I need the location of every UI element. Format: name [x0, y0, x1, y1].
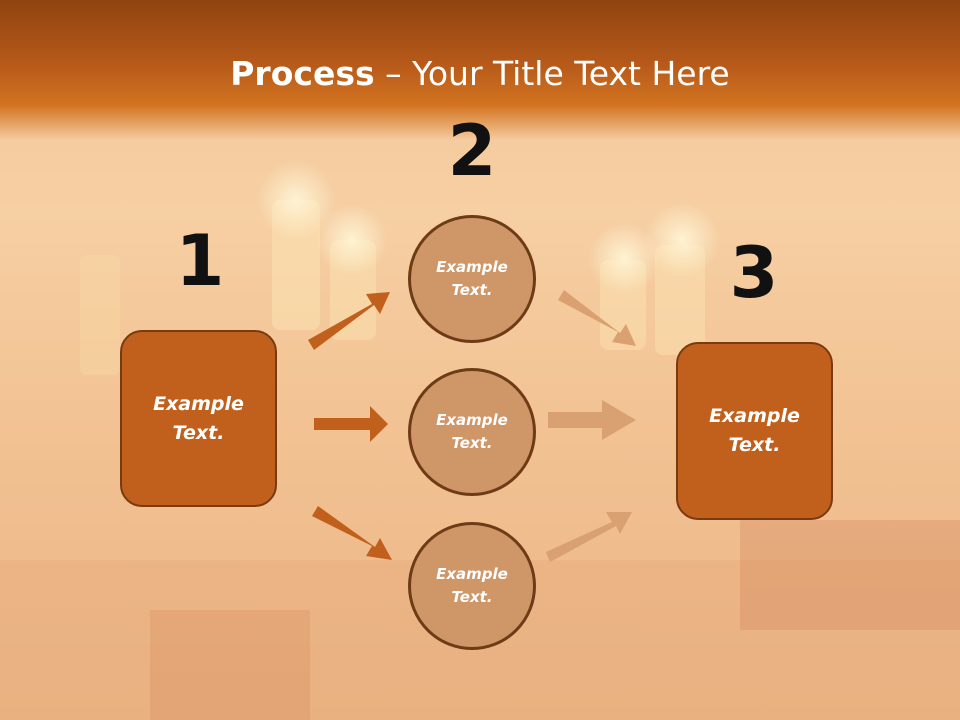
title-bar	[0, 0, 960, 140]
arrow-to-top	[308, 292, 390, 350]
arrow-from-top	[558, 290, 636, 346]
slide-title: Process – Your Title Text Here	[0, 52, 960, 96]
right-box-label: Example Text.	[709, 405, 800, 456]
step-number-3: 3	[729, 232, 779, 314]
arrow-from-middle	[548, 400, 636, 440]
right-box[interactable]: Example Text.	[676, 342, 833, 520]
circle-middle[interactable]: Example Text.	[408, 368, 536, 496]
circle-top[interactable]: Example Text.	[408, 215, 536, 343]
circle-top-label: Example Text.	[436, 258, 508, 299]
arrow-from-bottom	[546, 512, 632, 562]
circle-middle-label: Example Text.	[436, 411, 508, 452]
arrow-to-bottom	[312, 506, 392, 560]
title-rest: – Your Title Text Here	[374, 54, 730, 93]
step-number-1: 1	[175, 220, 225, 302]
left-box[interactable]: Example Text.	[120, 330, 277, 507]
circle-bottom-label: Example Text.	[436, 565, 508, 606]
left-box-label: Example Text.	[153, 392, 244, 444]
arrow-to-middle	[314, 406, 388, 442]
title-bold: Process	[230, 54, 375, 93]
circle-bottom[interactable]: Example Text.	[408, 522, 536, 650]
step-number-2: 2	[447, 110, 497, 192]
